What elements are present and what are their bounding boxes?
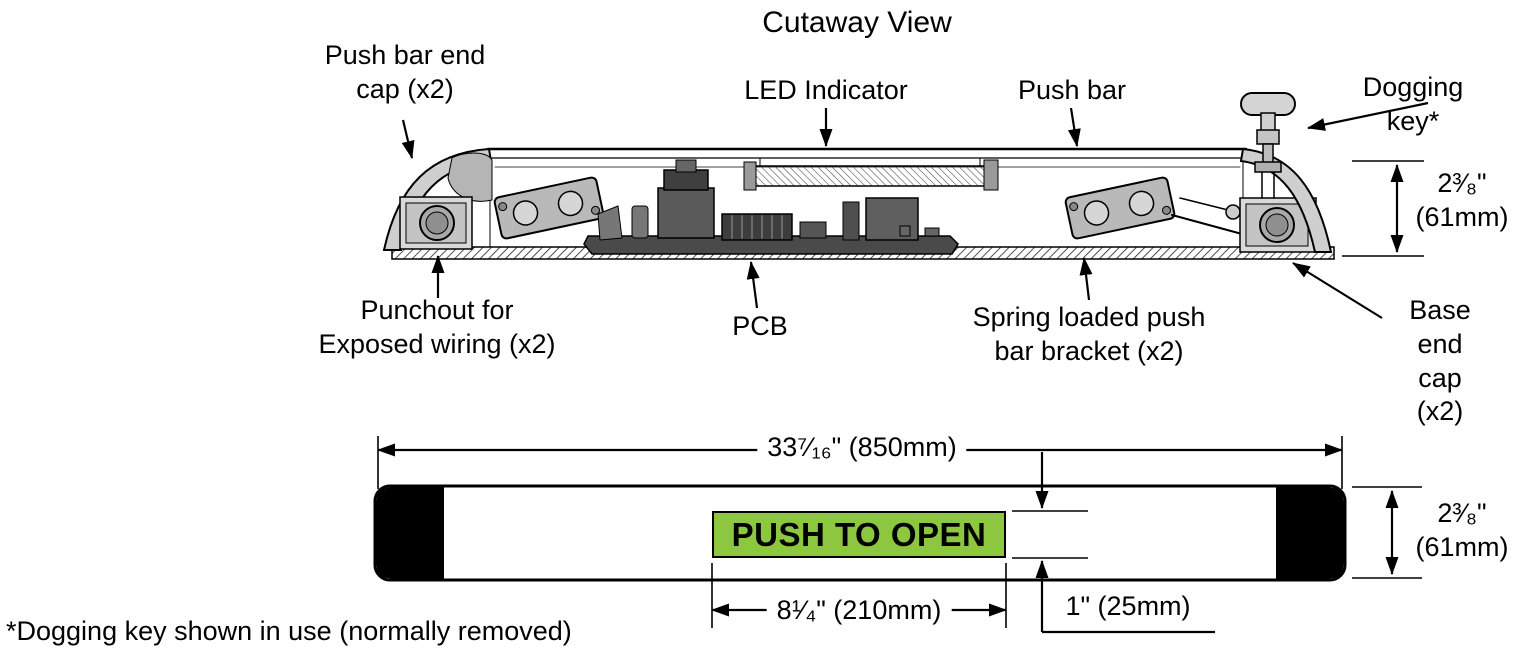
label-push-bar: Push bar xyxy=(1017,75,1127,105)
push-to-open-text: PUSH TO OPEN xyxy=(731,515,987,553)
led-indicator-strip xyxy=(743,157,999,191)
linkage-rods xyxy=(1171,197,1243,235)
label-height-dim: 1" (25mm) xyxy=(1065,591,1191,621)
arrow-push-bar-end-cap xyxy=(401,119,415,159)
label-dogging-key: Dogging key* xyxy=(1362,72,1464,136)
front-end-cap-left xyxy=(376,487,444,579)
label-cutaway-height-dim: 2³⁄₈" (61mm) xyxy=(1415,168,1509,232)
punchout-block xyxy=(399,196,473,250)
label-height-dimension xyxy=(1012,452,1215,634)
dogging-key-footnote: *Dogging key shown in use (normally remo… xyxy=(6,616,572,646)
push-to-open-label: PUSH TO OPEN xyxy=(712,511,1006,558)
front-height-dimension xyxy=(1352,486,1422,579)
label-led-indicator: LED Indicator xyxy=(744,75,908,105)
front-end-cap-right xyxy=(1276,487,1344,579)
end-cap-left-body xyxy=(447,152,493,202)
arrow-spring-bracket xyxy=(1079,257,1093,301)
spring-bracket-left xyxy=(493,176,605,240)
label-front-height-dim: 2³⁄₈" (61mm) xyxy=(1415,498,1509,562)
arrow-dogging-key xyxy=(1307,101,1429,131)
label-push-bar-end-cap: Push bar end cap (x2) xyxy=(324,40,486,104)
pcb-assembly xyxy=(583,159,959,255)
label-punchout: Punchout for Exposed wiring (x2) xyxy=(318,295,556,359)
label-width-dim: 8¹⁄₄" (210mm) xyxy=(766,594,952,628)
label-spring-bracket: Spring loaded push bar bracket (x2) xyxy=(972,302,1206,366)
spring-bracket-right xyxy=(1064,176,1176,240)
page-title: Cutaway View xyxy=(762,6,952,39)
label-pcb: PCB xyxy=(732,311,788,341)
label-base-end-cap: Base end cap (x2) xyxy=(1409,295,1471,427)
callout-arrows xyxy=(401,101,1429,319)
arrow-pcb xyxy=(746,261,760,309)
cutaway-view-drawing xyxy=(382,92,1335,260)
cutaway-height-dimension xyxy=(1342,160,1424,257)
label-overall-width-dim: 33⁷⁄₁₆" (850mm) xyxy=(757,431,967,465)
dogging-key xyxy=(1240,92,1296,199)
arrow-base-end-cap xyxy=(1292,262,1383,319)
arrow-push-bar xyxy=(1067,107,1081,147)
